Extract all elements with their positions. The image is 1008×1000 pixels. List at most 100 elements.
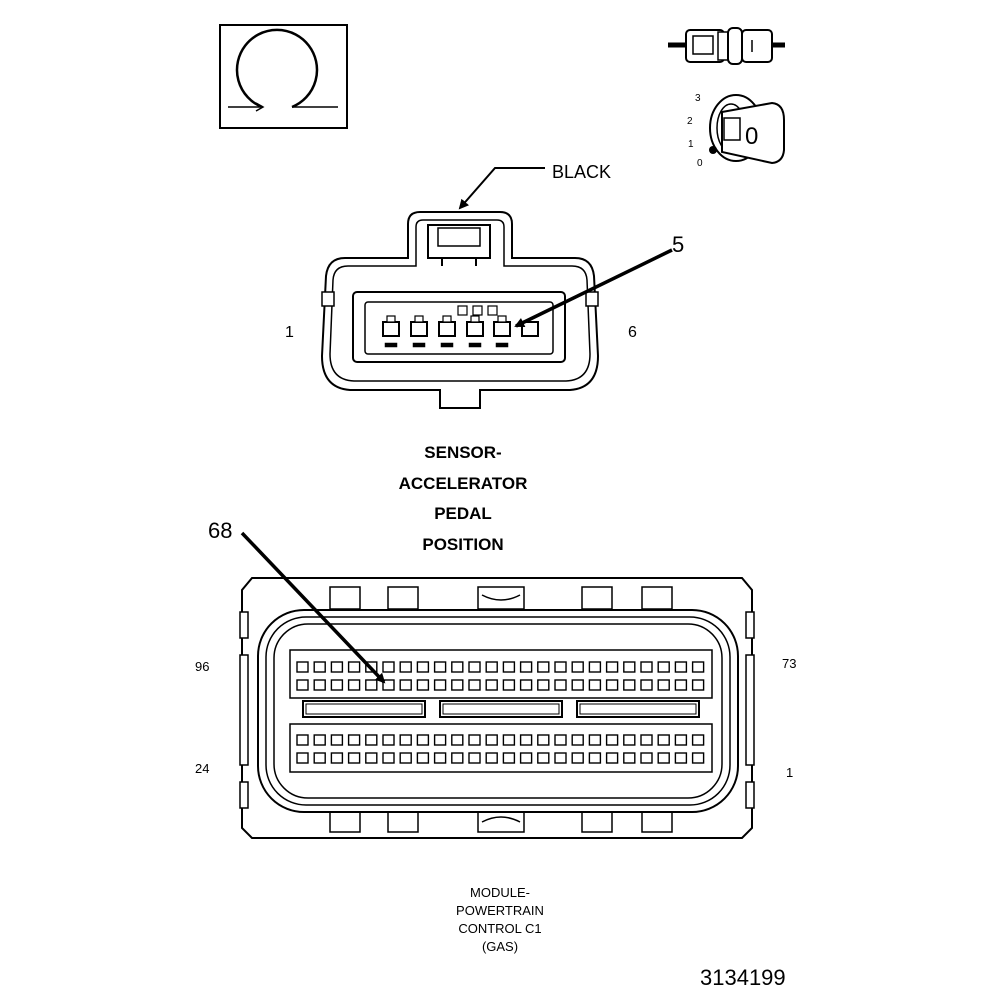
pcm-pin-cavity — [623, 734, 636, 746]
figure-number: 3134199 — [700, 965, 786, 990]
sensor-pin-cavity — [438, 321, 456, 337]
pcm-pin-cavity — [657, 752, 670, 764]
sensor-pin-terminal — [470, 315, 480, 323]
pcm-pin-cavity — [416, 734, 430, 746]
pcm-pin-cavity — [330, 734, 344, 746]
pcm-pin-cavity — [537, 752, 550, 764]
sensor-key-slot — [487, 305, 498, 316]
pcm-pin-cavity — [296, 679, 309, 691]
pcm-pin-cavity — [605, 734, 619, 746]
pcm-pin-cavity — [640, 679, 653, 691]
pcm-pin-cavity — [399, 661, 412, 673]
pcm-pin-cavity — [519, 679, 533, 691]
pcm-pin-cavity — [485, 752, 498, 764]
pcm-pin-cavity — [313, 752, 326, 764]
pcm-pin-cavity — [571, 679, 584, 691]
pcm-pin-cavity — [605, 679, 619, 691]
pcm-pin-cavity — [554, 734, 567, 746]
pcm-pin-cavity — [502, 679, 516, 691]
connector-color-label: BLACK — [552, 162, 611, 182]
pcm-pin-cavity — [588, 734, 602, 746]
pcm-callouts: 68 96 73 24 1 — [195, 518, 796, 780]
pcm-title-line-4: (GAS) — [482, 939, 518, 954]
pcm-pin-cavity — [433, 734, 447, 746]
pcm-pin-cavity — [468, 752, 481, 764]
key-position-0: 0 — [697, 158, 703, 169]
pcm-pin-cavity — [399, 752, 412, 764]
pcm-pin-cavity — [365, 734, 378, 746]
sensor-title-line-3: PEDAL — [434, 504, 492, 523]
pcm-pin-cavity — [588, 752, 602, 764]
pcm-pin-cavity — [313, 661, 326, 673]
pcm-pin-cavity — [502, 661, 516, 673]
pcm-pin-cavity — [640, 734, 653, 746]
pcm-pin-cavity — [468, 679, 481, 691]
pcm-pin-73-label: 73 — [782, 656, 796, 671]
pcm-pin-cavity — [554, 752, 567, 764]
pcm-pin-cavity — [416, 752, 430, 764]
sensor-pin-lock — [440, 342, 454, 348]
pcm-pin-cavity — [537, 661, 550, 673]
pcm-pin-cavity — [399, 679, 412, 691]
sensor-pin-lock — [384, 342, 398, 348]
pcm-pin-cavity — [451, 661, 464, 673]
sensor-pin-row — [382, 305, 539, 348]
pcm-pin-cavity — [571, 734, 584, 746]
pcm-pin-cavity — [537, 679, 550, 691]
pcm-pin-cavity — [433, 679, 447, 691]
sensor-pin-terminal — [414, 315, 424, 323]
pcm-pin-cavity — [657, 661, 670, 673]
sensor-connector — [320, 211, 600, 409]
sensor-title-line-1: SENSOR- — [424, 443, 501, 462]
sensor-pin-1-label: 1 — [285, 324, 294, 341]
pcm-pin-cavity — [691, 679, 705, 691]
pcm-title-line-2: POWERTRAIN — [456, 903, 544, 918]
pcm-pin-cavity — [468, 734, 481, 746]
pcm-pin-cavity — [330, 661, 344, 673]
pcm-pin-cavity — [347, 734, 361, 746]
pcm-pin-cavity — [674, 752, 688, 764]
callout-pin-5: 5 — [672, 232, 684, 257]
pcm-pin-96-label: 96 — [195, 659, 209, 674]
pcm-pin-cavity — [691, 661, 705, 673]
key-position-3: 3 — [695, 93, 701, 104]
pcm-pin-cavity — [571, 752, 584, 764]
pcm-pin-cavity — [640, 661, 653, 673]
pcm-pin-cavity — [451, 752, 464, 764]
pcm-pin-cavity — [588, 679, 602, 691]
sensor-title: SENSOR- ACCELERATOR PEDAL POSITION — [399, 443, 528, 554]
pcm-pin-cavity — [433, 661, 447, 673]
sensor-pin-terminal — [386, 315, 396, 323]
pcm-pin-cavity — [451, 679, 464, 691]
pcm-title: MODULE- POWERTRAIN CONTROL C1 (GAS) — [456, 885, 544, 954]
sensor-pin-terminal — [442, 315, 452, 323]
pcm-pin-cavity — [382, 734, 395, 746]
pcm-pin-cavity — [468, 661, 481, 673]
pcm-connector — [239, 577, 755, 839]
pcm-pin-cavity — [674, 679, 688, 691]
pcm-pin-cavity — [674, 661, 688, 673]
pcm-pin-cavity — [605, 661, 619, 673]
pcm-pin-cavity — [347, 752, 361, 764]
key-position-2: 2 — [687, 116, 693, 127]
sensor-pin-terminal — [497, 315, 507, 323]
key-position-1: 1 — [688, 139, 694, 150]
pcm-pin-cavity — [623, 661, 636, 673]
pcm-pin-cavity — [554, 661, 567, 673]
pcm-pin-cavity — [691, 752, 705, 764]
pcm-pin-cavity — [416, 661, 430, 673]
pcm-pin-cavity — [519, 734, 533, 746]
pcm-pin-cavity — [691, 734, 705, 746]
pcm-pin-cavity — [485, 734, 498, 746]
pcm-pin-cavity — [296, 661, 309, 673]
ohm-meter-icon — [219, 24, 348, 129]
sensor-pin-cavity — [521, 321, 539, 337]
pcm-pin-cavity — [623, 679, 636, 691]
pcm-pin-cavity — [433, 752, 447, 764]
pcm-pin-cavity — [382, 679, 395, 691]
sensor-pin-cavity — [382, 321, 400, 337]
sensor-pin-cavity — [466, 321, 484, 337]
pcm-pin-cavity — [296, 752, 309, 764]
pcm-pin-cavity — [416, 679, 430, 691]
